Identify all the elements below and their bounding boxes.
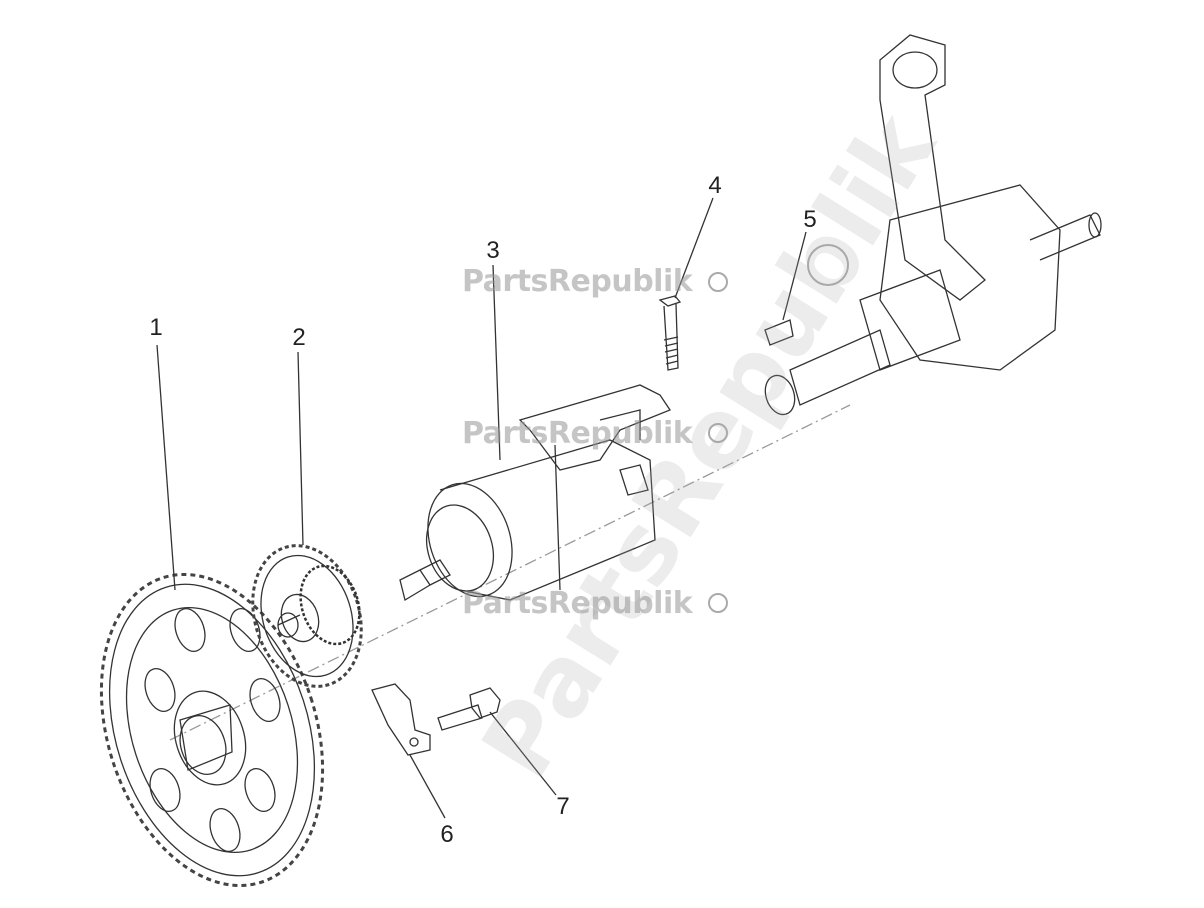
gear-icon — [708, 593, 728, 613]
watermark-text: PartsRepublik — [462, 416, 693, 451]
bracket-part — [371, 683, 431, 756]
leader-line-6 — [409, 754, 446, 819]
watermark-text: PartsRepublik — [462, 586, 693, 621]
center-axis-line — [169, 404, 851, 741]
callout-7: 7 — [556, 793, 570, 820]
callout-1: 1 — [149, 314, 163, 341]
leader-line-7 — [489, 711, 557, 796]
leader-line-5 — [782, 231, 807, 321]
callout-5: 5 — [803, 206, 817, 233]
callout-6: 6 — [440, 821, 454, 848]
gear-icon — [708, 272, 728, 292]
woodruff-key-part — [764, 319, 794, 346]
leader-line-3 — [492, 264, 501, 461]
leader-line-4 — [674, 197, 714, 299]
watermark-icons — [708, 244, 849, 613]
short-bolt-part — [437, 687, 501, 731]
watermark-text: PartsRepublik — [462, 264, 693, 299]
starter-motor-part — [399, 384, 671, 602]
gear-icon — [807, 244, 849, 286]
intermediate-gear-part — [251, 544, 363, 688]
callout-2: 2 — [292, 324, 306, 351]
leader-line-1 — [156, 344, 176, 591]
long-bolt-part — [658, 295, 682, 371]
large-gear-part — [99, 572, 325, 888]
crankshaft-part — [764, 34, 1102, 416]
leader-line-2 — [297, 351, 304, 546]
callout-4: 4 — [708, 172, 722, 199]
callout-3: 3 — [486, 237, 500, 264]
gear-icon — [708, 423, 728, 443]
